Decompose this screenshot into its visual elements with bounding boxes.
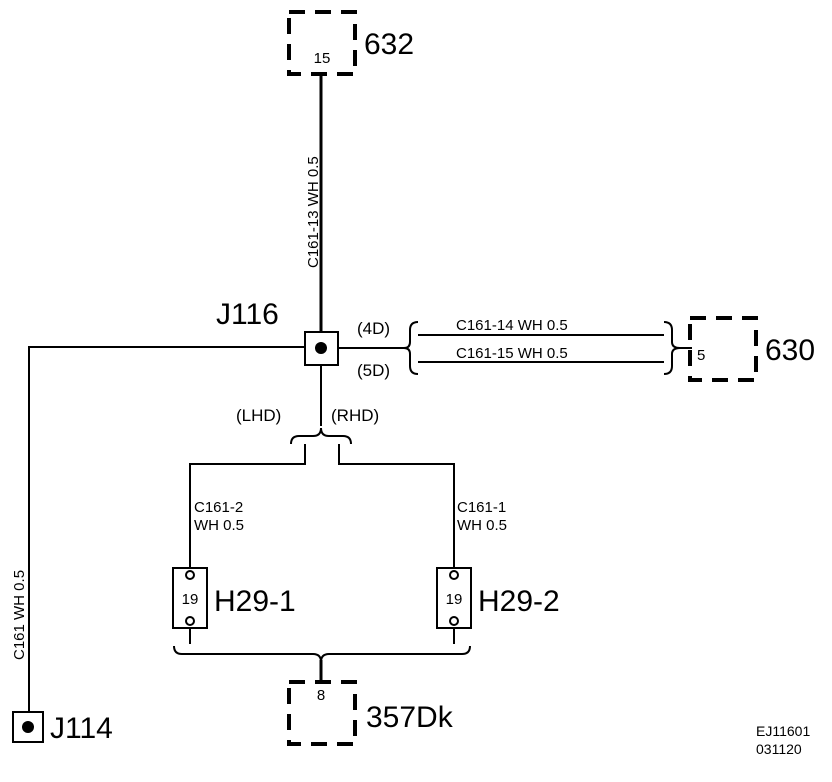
junction-j114: J114 [12, 711, 113, 745]
variant-brace-right [663, 321, 681, 375]
variant-brace-left [403, 321, 419, 375]
connector-357dk-pin: 8 [317, 687, 325, 704]
connector-357dk-outline [287, 680, 357, 746]
heater-h29-1-bottom-terminal [185, 616, 195, 626]
connector-632-pin: 15 [314, 50, 331, 67]
heater-h29-2: 19 H29-2 [436, 567, 560, 629]
wire-c161-2-spec: WH 0.5 [194, 517, 244, 534]
wire-c161-13-label: C161-13 WH 0.5 [305, 156, 322, 268]
connector-630-outline [688, 316, 758, 382]
reference-code: EJ11601 [756, 723, 810, 739]
heater-h29-1-pin: 19 [182, 591, 199, 608]
heater-h29-2-bottom-terminal [449, 616, 459, 626]
variant-5d-label: (5D) [357, 361, 390, 380]
heater-h29-2-pin: 19 [446, 591, 463, 608]
wire-c161-label: C161 WH 0.5 [11, 570, 28, 660]
junction-j116-label: J116 [216, 298, 279, 331]
connector-357dk-label: 357Dk [366, 701, 454, 734]
wire-c161-15-label: C161-15 WH 0.5 [456, 345, 568, 362]
heater-h29-2-label: H29-2 [478, 585, 560, 618]
variant-lhd-label: (LHD) [236, 406, 281, 425]
variant-rhd-label: (RHD) [331, 406, 379, 425]
connector-630: 5 630 [688, 316, 815, 382]
connector-632-label: 632 [364, 28, 414, 61]
wire-c161-2-id: C161-2 [194, 499, 243, 516]
heater-h29-2-top-terminal [449, 570, 459, 580]
heater-h29-1-top-terminal [185, 570, 195, 580]
wire-c161-1-spec: WH 0.5 [457, 517, 507, 534]
wire-c161-1 [338, 444, 455, 568]
heater-h29-1-label: H29-1 [214, 585, 296, 618]
wire-c161 [28, 346, 305, 716]
ground-brace [173, 645, 471, 663]
connector-632: 15 632 [287, 10, 414, 76]
variant-brace-drive [290, 427, 352, 445]
junction-j116-dot [315, 342, 327, 354]
wire-c161-2 [189, 444, 306, 568]
connector-630-label: 630 [765, 334, 815, 367]
junction-j114-dot [22, 721, 34, 733]
connector-357dk: 8 357Dk [287, 680, 454, 746]
junction-j114-label: J114 [50, 712, 113, 745]
variant-4d-label: (4D) [357, 319, 390, 338]
wire-c161-1-id: C161-1 [457, 499, 506, 516]
reference-date: 031120 [756, 741, 802, 757]
heater-h29-1: 19 H29-1 [172, 567, 296, 629]
connector-630-pin: 5 [697, 347, 705, 364]
wire-c161-14-label: C161-14 WH 0.5 [456, 317, 568, 334]
